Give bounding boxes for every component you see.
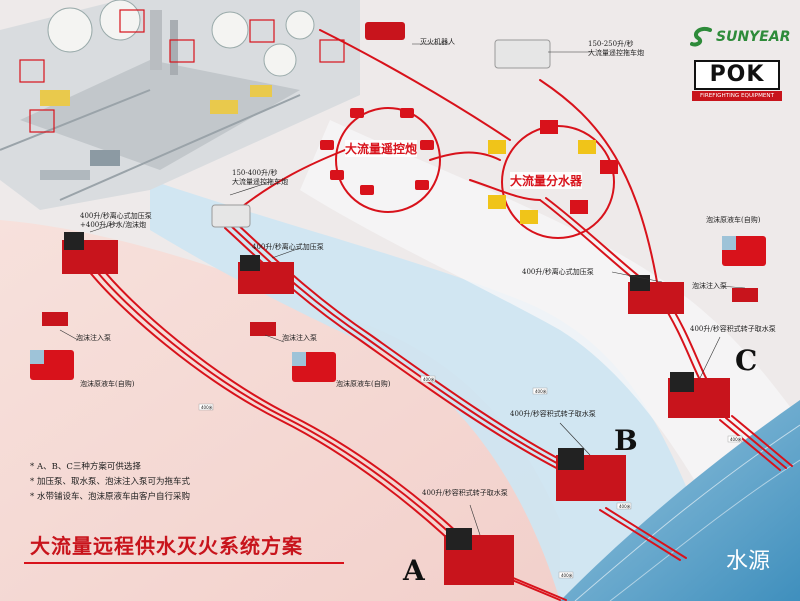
hose-length-label: 400米 (201, 404, 213, 410)
booster-b-label: 400升/秒离心式加压泵 (252, 243, 324, 251)
pok-wordmark: POK (694, 60, 780, 90)
target-markers (19, 9, 345, 133)
scheme-c-letter: C (735, 344, 758, 377)
booster-a-label: 400升/秒离心式加压泵 +400升/秒水/泡沫炮 (80, 212, 152, 230)
robot-label: 灭火机器人 (420, 38, 455, 46)
distributor-units (488, 120, 618, 224)
booster-a-monitor: +400升/秒水/泡沫炮 (80, 221, 146, 229)
scheme-b-letter: B (614, 424, 638, 457)
sunyear-logo: SUNYEAR (690, 24, 790, 50)
sunyear-swirl-icon (690, 27, 712, 47)
foam-truck-a-label: 泡沫原液车(自购) (80, 380, 135, 388)
scheme-a-letter: A (403, 554, 425, 587)
hose-length-label: 400米 (535, 388, 547, 394)
page-title: 大流量远程供水灭火系统方案 (30, 534, 303, 558)
title-underline (24, 562, 344, 564)
trailer-monitor-large-name: 大流量遥控拖车炮 (232, 178, 288, 186)
robot-unit (365, 22, 405, 40)
trailer-monitor-large-label: 150-400升/秒 大流量遥控拖车炮 (232, 169, 288, 187)
hose-length-label: 400米 (619, 503, 631, 509)
trailer-monitor-small-label: 150-250升/秒 大流量遥控拖车炮 (588, 40, 644, 58)
hose-length-label: 400米 (561, 572, 573, 578)
white-band (300, 120, 800, 601)
pok-logo: POK FIREFIGHTING EQUIPMENT (692, 60, 782, 104)
notes-list: * A、B、C三种方案可供选择 * 加压泵、取水泵、泡沫注入泵可为拖车式 * 水… (30, 460, 190, 505)
note-item: * A、B、C三种方案可供选择 (30, 462, 141, 472)
foam-injection-b-label: 泡沫注入泵 (282, 334, 317, 342)
pump-units (42, 232, 758, 585)
pok-tagline: FIREFIGHTING EQUIPMENT (692, 91, 782, 101)
trailer-monitor-small-name: 大流量遥控拖车炮 (588, 49, 644, 57)
foam-truck-c-label: 泡沫原液车(自购) (706, 216, 761, 224)
booster-c-label: 400升/秒离心式加压泵 (522, 268, 594, 276)
intake-pump-c-label: 400升/秒容积式转子取水泵 (690, 325, 776, 333)
water-source-label: 水源 (725, 549, 770, 574)
hose-length-label: 400米 (423, 376, 435, 382)
intake-pump-b-label: 400升/秒容积式转子取水泵 (510, 410, 596, 418)
foam-injection-a-label: 泡沫注入泵 (76, 334, 111, 342)
remote-monitor-group-circle (335, 107, 441, 213)
booster-a-name: 400升/秒离心式加压泵 (80, 212, 152, 220)
remote-monitor-group-label: 大流量遥控炮 (345, 140, 418, 157)
intake-pump-a-label: 400升/秒容积式转子取水泵 (422, 489, 508, 497)
note-item: * 水带铺设车、泡沫原液车由客户自行采购 (30, 492, 190, 502)
trailer-monitor-small-flow: 150-250升/秒 (588, 40, 634, 48)
foam-injection-c-label: 泡沫注入泵 (692, 282, 727, 290)
leader-lines (59, 43, 746, 536)
sunyear-wordmark: SUNYEAR (716, 29, 791, 45)
hose-length-tags: 400米 400米 400米 400米 400米 400米 (198, 375, 743, 579)
distributor-group-label: 大流量分水器 (510, 172, 583, 189)
foam-truck-b-label: 泡沫原液车(自购) (336, 380, 391, 388)
note-item: * 加压泵、取水泵、泡沫注入泵可为拖车式 (30, 477, 190, 487)
trailer-monitor-large-unit (211, 204, 251, 228)
remote-monitor-units (320, 108, 434, 195)
trailer-monitor-large-flow: 150-400升/秒 (232, 169, 278, 177)
foam-trucks (30, 236, 766, 382)
water-source-area (560, 400, 800, 601)
trailer-monitor-small-unit (494, 39, 551, 69)
hose-length-label: 400米 (730, 436, 742, 442)
